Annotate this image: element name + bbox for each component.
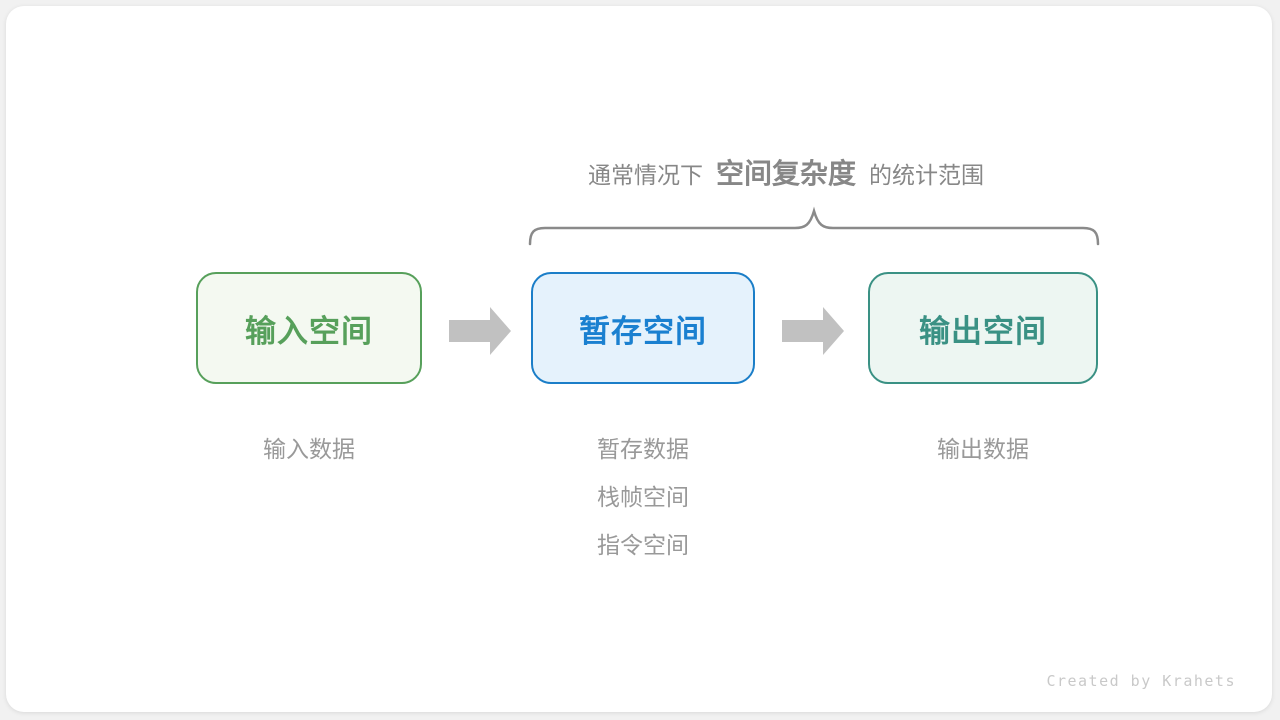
sublabel-instruction-space: 指令空间 (597, 532, 689, 558)
sublabel-input-data: 输入数据 (263, 436, 355, 462)
arrow-right-icon (782, 307, 844, 355)
annotation-suffix: 的统计范围 (869, 162, 984, 188)
box-input-space: 输入空间 (196, 272, 422, 384)
annotation-prefix: 通常情况下 (587, 162, 703, 188)
credit-text: Created by Krahets (1046, 672, 1236, 690)
sublabel-output-data: 输出数据 (937, 436, 1029, 462)
sublabel-stack-frame-space: 栈帧空间 (597, 484, 689, 510)
annotation-emphasis: 空间复杂度 (715, 158, 856, 189)
arrow-right-icon (449, 307, 511, 355)
box-temp-space-label: 暂存空间 (579, 313, 707, 349)
box-output-space-label: 输出空间 (919, 313, 1047, 349)
diagram-card: 通常情况下 空间复杂度 的统计范围 输入空间 暂存空间 输出空间 输入数据 暂存… (6, 6, 1272, 712)
box-output-space: 输出空间 (868, 272, 1098, 384)
scope-annotation: 通常情况下 空间复杂度 的统计范围 (456, 152, 1116, 192)
brace-icon (528, 206, 1100, 246)
box-input-space-label: 输入空间 (245, 313, 373, 349)
box-temp-space: 暂存空间 (531, 272, 755, 384)
sublabel-temp-data: 暂存数据 (597, 436, 689, 462)
